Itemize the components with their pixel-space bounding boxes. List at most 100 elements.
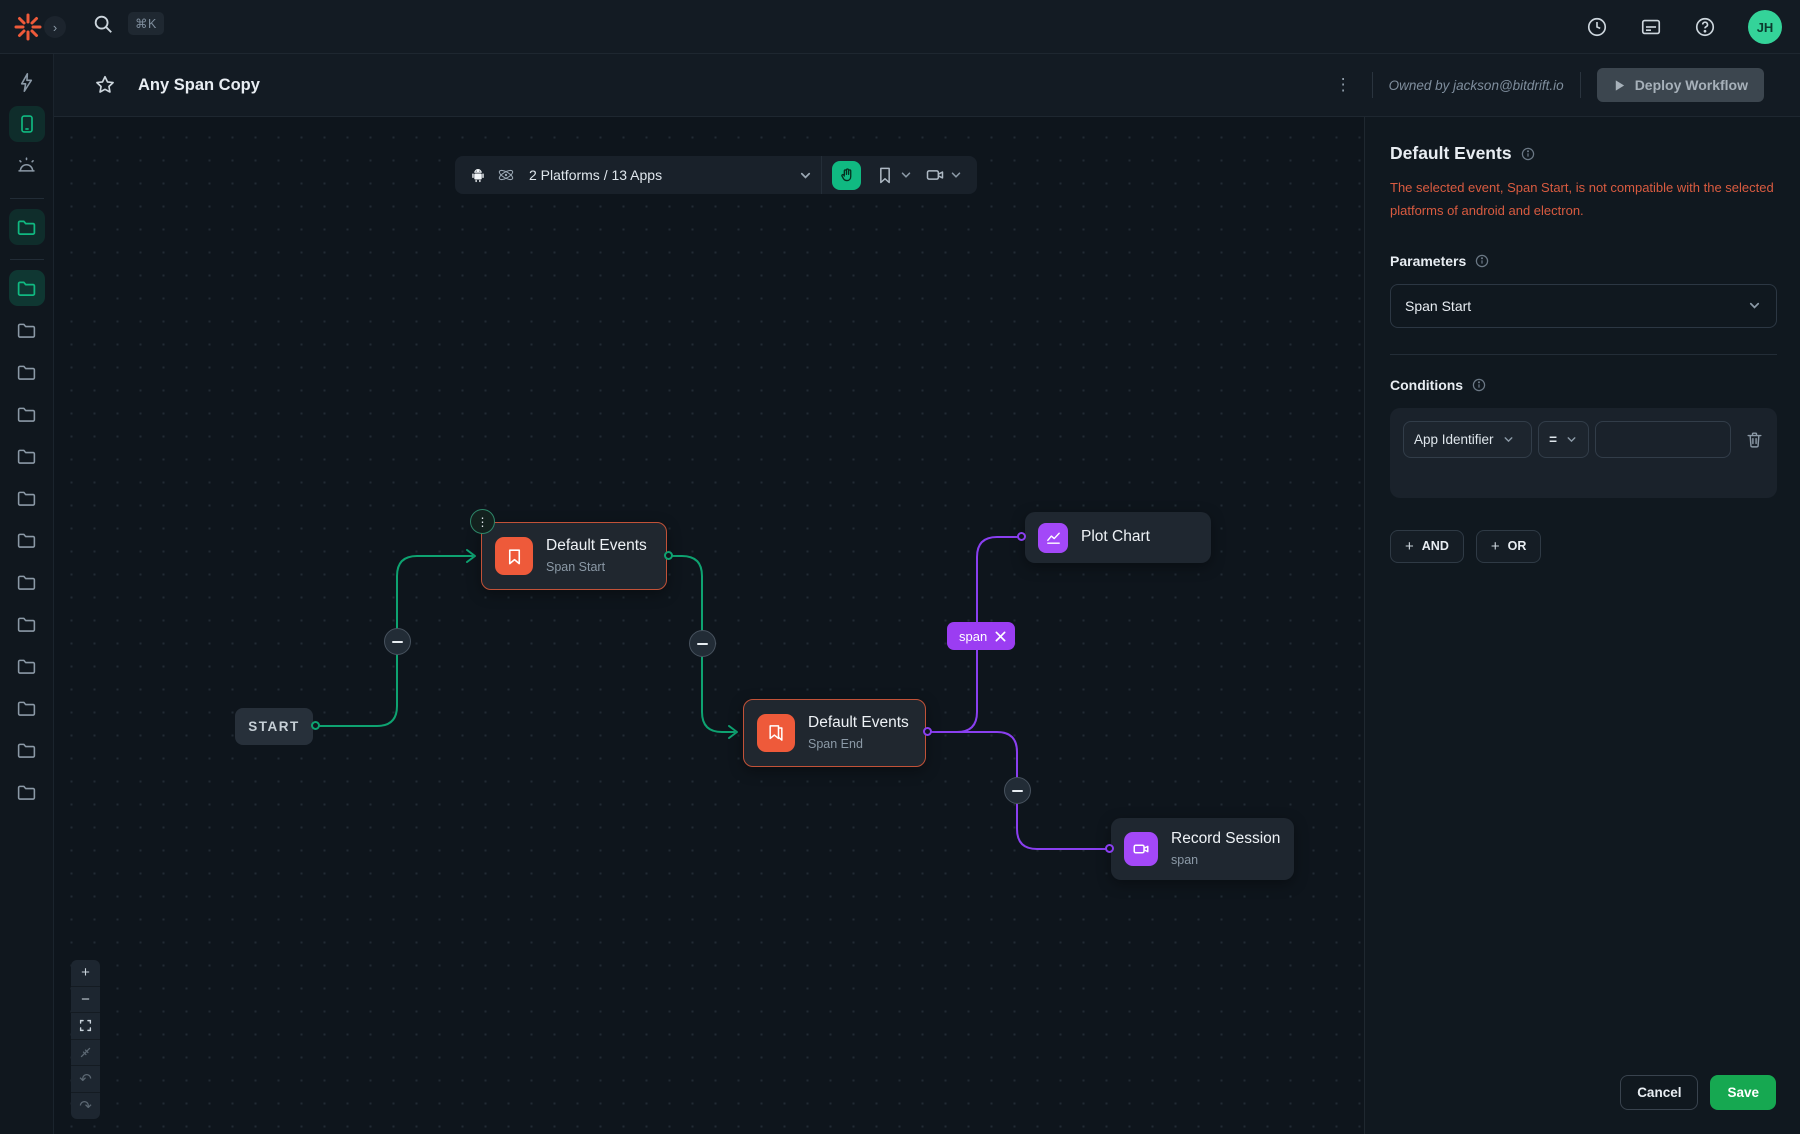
remove-edge-button[interactable]: [689, 630, 716, 657]
fit-view-button[interactable]: [71, 1013, 100, 1040]
span-start-output-port[interactable]: [664, 551, 673, 560]
sidebar-folder[interactable]: [9, 648, 45, 684]
save-button[interactable]: Save: [1710, 1075, 1776, 1110]
sidebar-folder[interactable]: [9, 312, 45, 348]
sidebar-folder-selected[interactable]: [8, 270, 45, 306]
zoom-out-button[interactable]: −: [71, 987, 100, 1013]
workflow-edges: [316, 536, 1106, 850]
node-record-session[interactable]: Record Session span: [1111, 818, 1294, 880]
sidebar-folder[interactable]: [9, 564, 45, 600]
close-icon[interactable]: [995, 631, 1006, 642]
sidebar-folder[interactable]: [9, 732, 45, 768]
sidebar-folder[interactable]: [9, 774, 45, 810]
interactivity-lock-button[interactable]: [71, 1040, 100, 1066]
panel-title: Default Events: [1390, 143, 1512, 163]
user-avatar[interactable]: JH: [1748, 10, 1782, 44]
node-start[interactable]: START: [235, 708, 313, 745]
remove-edge-button[interactable]: [384, 628, 411, 655]
sidebar-folder[interactable]: [9, 606, 45, 642]
sidebar-folder[interactable]: [9, 690, 45, 726]
add-or-condition-button[interactable]: + OR: [1475, 529, 1542, 563]
sidebar-folder[interactable]: [9, 396, 45, 432]
history-clock-icon[interactable]: [1586, 16, 1608, 38]
node-default-events-span-end[interactable]: Default Events Span End: [743, 699, 926, 767]
sidebar-item-alerts[interactable]: [9, 148, 45, 184]
workflow-header: Any Span Copy ⋮ Owned by jackson@bitdrif…: [54, 54, 1800, 117]
panel-divider: [1390, 353, 1777, 355]
chevron-down-icon[interactable]: [949, 168, 963, 182]
sidebar-folder[interactable]: [9, 354, 45, 390]
zoom-in-button[interactable]: +: [71, 960, 100, 987]
help-icon[interactable]: [1694, 16, 1716, 38]
parameters-label: Parameters: [1390, 252, 1467, 269]
favorite-star-icon[interactable]: [94, 74, 116, 96]
sidebar-item-events[interactable]: [9, 64, 45, 100]
node-menu-button[interactable]: ⋮: [470, 509, 495, 534]
record-session-input-port[interactable]: [1105, 844, 1114, 853]
condition-field-value: App Identifier: [1414, 431, 1494, 447]
bookmark-tool-icon[interactable]: [875, 165, 895, 185]
chevron-down-icon: [800, 172, 811, 179]
hand-icon: [840, 168, 851, 182]
edge-span-label: span: [959, 628, 988, 644]
workflow-canvas[interactable]: span 2 Platforms / 13 Apps START: [54, 117, 1364, 1134]
add-and-condition-button[interactable]: + AND: [1390, 529, 1464, 563]
undo-button[interactable]: ↶: [71, 1066, 100, 1093]
plus-icon: +: [1490, 537, 1500, 555]
left-sidebar: [0, 54, 54, 1134]
node-subtitle: Span Start: [546, 560, 606, 575]
video-tool-icon[interactable]: [925, 165, 945, 185]
alarm-icon: [18, 156, 35, 172]
sidebar-expand-toggle[interactable]: ›: [44, 16, 66, 38]
node-plot-chart[interactable]: Plot Chart: [1025, 512, 1211, 563]
span-end-output-port[interactable]: [923, 727, 932, 736]
top-bar: › ⌘K JH: [0, 0, 1800, 54]
page-title: Any Span Copy: [138, 75, 260, 94]
folder-icon: [17, 617, 36, 632]
mobile-phone-icon: [20, 115, 33, 133]
deploy-workflow-button[interactable]: Deploy Workflow: [1596, 68, 1764, 102]
double-bookmark-icon: [769, 725, 783, 741]
changelog-icon[interactable]: [1640, 16, 1662, 38]
plot-chart-input-port[interactable]: [1017, 532, 1026, 541]
parameter-select[interactable]: Span Start: [1390, 283, 1777, 328]
condition-value-input[interactable]: [1595, 420, 1731, 458]
plus-icon: +: [1405, 537, 1414, 555]
info-icon: [1472, 378, 1486, 391]
start-output-port[interactable]: [311, 721, 320, 730]
search-icon[interactable]: [92, 13, 114, 35]
sidebar-folder-active[interactable]: [8, 209, 45, 245]
android-icon: [472, 169, 484, 183]
pan-mode-button[interactable]: [832, 160, 861, 190]
lightning-icon: [20, 72, 33, 92]
cancel-button[interactable]: Cancel: [1620, 1075, 1699, 1110]
workflow-menu-button[interactable]: ⋮: [1334, 75, 1352, 94]
default-events-icon: [495, 537, 533, 575]
folder-icon: [17, 365, 36, 380]
delete-condition-icon[interactable]: [1745, 430, 1764, 449]
sidebar-folder[interactable]: [9, 522, 45, 558]
sidebar-divider: [9, 259, 44, 260]
toolbar-divider: [821, 156, 822, 194]
owner-label: Owned by jackson@bitdrift.io: [1388, 77, 1564, 93]
condition-operator-select[interactable]: =: [1538, 420, 1589, 458]
deploy-workflow-label: Deploy Workflow: [1634, 77, 1748, 93]
redo-button[interactable]: ↷: [79, 1097, 92, 1115]
chevron-down-icon[interactable]: [899, 168, 913, 182]
node-default-events-span-start[interactable]: ⋮ Default Events Span Start: [470, 509, 667, 590]
record-session-icon: [1124, 832, 1158, 866]
or-label: OR: [1507, 539, 1527, 553]
bitdrift-logo-icon[interactable]: [14, 13, 42, 41]
node-title: Plot Chart: [1081, 528, 1150, 546]
folder-icon: [17, 659, 36, 674]
remove-edge-button[interactable]: [1004, 777, 1031, 804]
sidebar-item-apps[interactable]: [8, 106, 45, 142]
edge-span-badge[interactable]: span: [947, 622, 1016, 650]
sidebar-folder[interactable]: [9, 480, 45, 516]
sidebar-folder[interactable]: [9, 438, 45, 474]
chevron-down-icon: [1504, 436, 1513, 442]
condition-field-select[interactable]: App Identifier: [1403, 420, 1533, 458]
folder-icon: [17, 743, 36, 758]
platforms-dropdown[interactable]: 2 Platforms / 13 Apps: [469, 166, 813, 184]
folder-icon: [17, 449, 36, 464]
